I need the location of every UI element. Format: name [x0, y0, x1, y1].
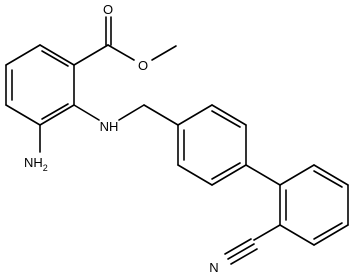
- ester-oxygen-label: O: [138, 58, 148, 73]
- methyl-bond: [151, 45, 177, 61]
- amine-ring-bond: [73, 104, 100, 121]
- ring-a-double-2: [41, 103, 69, 120]
- ring-c-bond-5: [279, 224, 315, 246]
- ring-b-bond-4: [211, 164, 247, 186]
- biaryl-bond: [245, 164, 281, 186]
- ring-c-bond-2: [313, 164, 349, 186]
- ring-c-double-1: [313, 170, 343, 188]
- ring-c-bond-4: [313, 224, 349, 246]
- ring-b-double-1: [211, 110, 241, 128]
- ring-b-bond-5: [177, 164, 213, 186]
- amino-subscript: 2: [43, 163, 48, 173]
- cyanophenyl-ring: [279, 164, 349, 246]
- benzoate-ring: [5, 44, 75, 126]
- nitrile-triple-3: [230, 248, 258, 265]
- ester-o-bond: [107, 44, 135, 61]
- nitrile-nitrogen-label: N: [209, 260, 218, 275]
- nitrile-single-bond: [253, 224, 281, 241]
- amino-label: NH2: [24, 155, 48, 173]
- ester-carbonyl-bond: [73, 44, 109, 66]
- ring-a-bond-1: [39, 44, 75, 66]
- methyl-ester: O O: [73, 2, 177, 73]
- ring-b-bond-2: [211, 104, 247, 126]
- amine-ch2-bond: [118, 104, 145, 121]
- nitrile-triple-2: [227, 243, 255, 260]
- amine-linker: NH: [73, 104, 179, 134]
- nitrile-triple-1: [224, 238, 252, 255]
- ring-a-double-1: [41, 50, 69, 67]
- ring-c-double-2: [313, 222, 343, 240]
- central-phenyl-ring: [177, 104, 247, 186]
- nitrile-group: N: [209, 224, 281, 275]
- ring-c-bond-1: [279, 164, 315, 186]
- ch2-ring-bond: [143, 104, 179, 126]
- ring-b-bond-1: [177, 104, 213, 126]
- amino-group: NH2: [24, 124, 48, 173]
- ring-b-double-2: [211, 162, 241, 180]
- amine-nh-label: NH: [100, 119, 119, 134]
- ring-a-bond-3: [39, 104, 75, 126]
- amino-n-text: NH: [24, 155, 43, 170]
- carbonyl-oxygen-label: O: [103, 2, 113, 17]
- ring-a-bond-4: [5, 104, 41, 126]
- ring-a-bond-6: [5, 44, 41, 66]
